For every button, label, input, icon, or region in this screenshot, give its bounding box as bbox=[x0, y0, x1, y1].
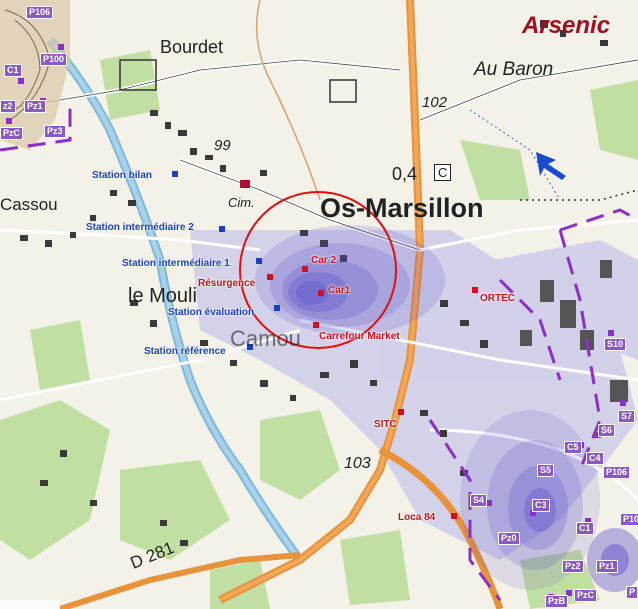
highlight-circle bbox=[239, 191, 397, 349]
label-ortec: ORTEC bbox=[480, 293, 515, 304]
label-pz3-top: Pz3 bbox=[44, 125, 66, 138]
label-pz1: Pz1 bbox=[596, 560, 618, 573]
label-station-bilan: Station bilan bbox=[92, 170, 152, 181]
label-c4: C4 bbox=[586, 452, 604, 465]
site-markers bbox=[267, 266, 478, 519]
road-102: 102 bbox=[422, 94, 448, 111]
plume-car1 bbox=[255, 225, 445, 335]
place-au-baron: Au Baron bbox=[474, 59, 554, 80]
label-station-evaluation: Station évaluation bbox=[168, 307, 255, 318]
label-c5: C5 bbox=[564, 441, 582, 454]
road-103: 103 bbox=[344, 455, 371, 472]
label-s4: S4 bbox=[470, 494, 488, 507]
label-s7: S7 bbox=[618, 410, 636, 423]
label-sitc: SITC bbox=[374, 419, 397, 430]
place-camou: Camou bbox=[230, 326, 301, 351]
place-cassou: Cassou bbox=[0, 195, 58, 214]
place-bourdet: Bourdet bbox=[160, 37, 224, 57]
c-box: C bbox=[434, 164, 452, 181]
label-s6: S6 bbox=[598, 424, 616, 437]
elevation-99: 99 bbox=[214, 137, 231, 154]
station-markers bbox=[172, 171, 280, 350]
label-s10: S10 bbox=[604, 338, 627, 351]
distance-label: 0,4 bbox=[392, 164, 418, 184]
label-loca: Loca 84 bbox=[398, 512, 436, 523]
label-pzc-top: PzC bbox=[0, 127, 24, 140]
label-p-last: P bbox=[626, 586, 638, 599]
label-car1: Car1 bbox=[328, 285, 351, 296]
label-pzc: PzC bbox=[574, 589, 598, 602]
label-pz0: Pz0 bbox=[498, 532, 520, 545]
label-s5: S5 bbox=[537, 464, 555, 477]
label-station-intermediaire-2: Station intermédiaire 2 bbox=[86, 222, 194, 233]
label-p10: P10 bbox=[620, 513, 638, 526]
label-p100-top: P100 bbox=[40, 53, 68, 66]
label-pz2: Pz2 bbox=[562, 560, 584, 573]
label-car2: Car 2 bbox=[311, 255, 337, 266]
label-p106-top: P106 bbox=[26, 6, 54, 19]
label-pz2-top: z2 bbox=[0, 100, 16, 113]
north-arrow-icon bbox=[536, 152, 566, 180]
place-le-moulin: le Mouli bbox=[128, 285, 197, 307]
site-boundary bbox=[0, 100, 638, 601]
label-resurgence: Résurgence bbox=[198, 278, 256, 289]
label-pz1-top: Pz1 bbox=[24, 100, 46, 113]
map-title: Arsenic bbox=[522, 12, 611, 39]
label-pzb: PzB bbox=[545, 595, 569, 608]
label-p106: P106 bbox=[603, 466, 631, 479]
label-c1: C1 bbox=[576, 522, 594, 535]
place-cim: Cim. bbox=[228, 195, 255, 210]
vegetation bbox=[0, 50, 638, 609]
place-os-marsillon: Os-Marsillon bbox=[320, 193, 484, 223]
label-station-intermediaire-1: Station intermédiaire 1 bbox=[122, 258, 230, 269]
label-c3: C3 bbox=[532, 499, 550, 512]
label-station-reference: Station référence bbox=[144, 346, 226, 357]
label-carrefour-market: Carrefour Market bbox=[319, 331, 400, 342]
label-c1-top: C1 bbox=[4, 64, 22, 77]
